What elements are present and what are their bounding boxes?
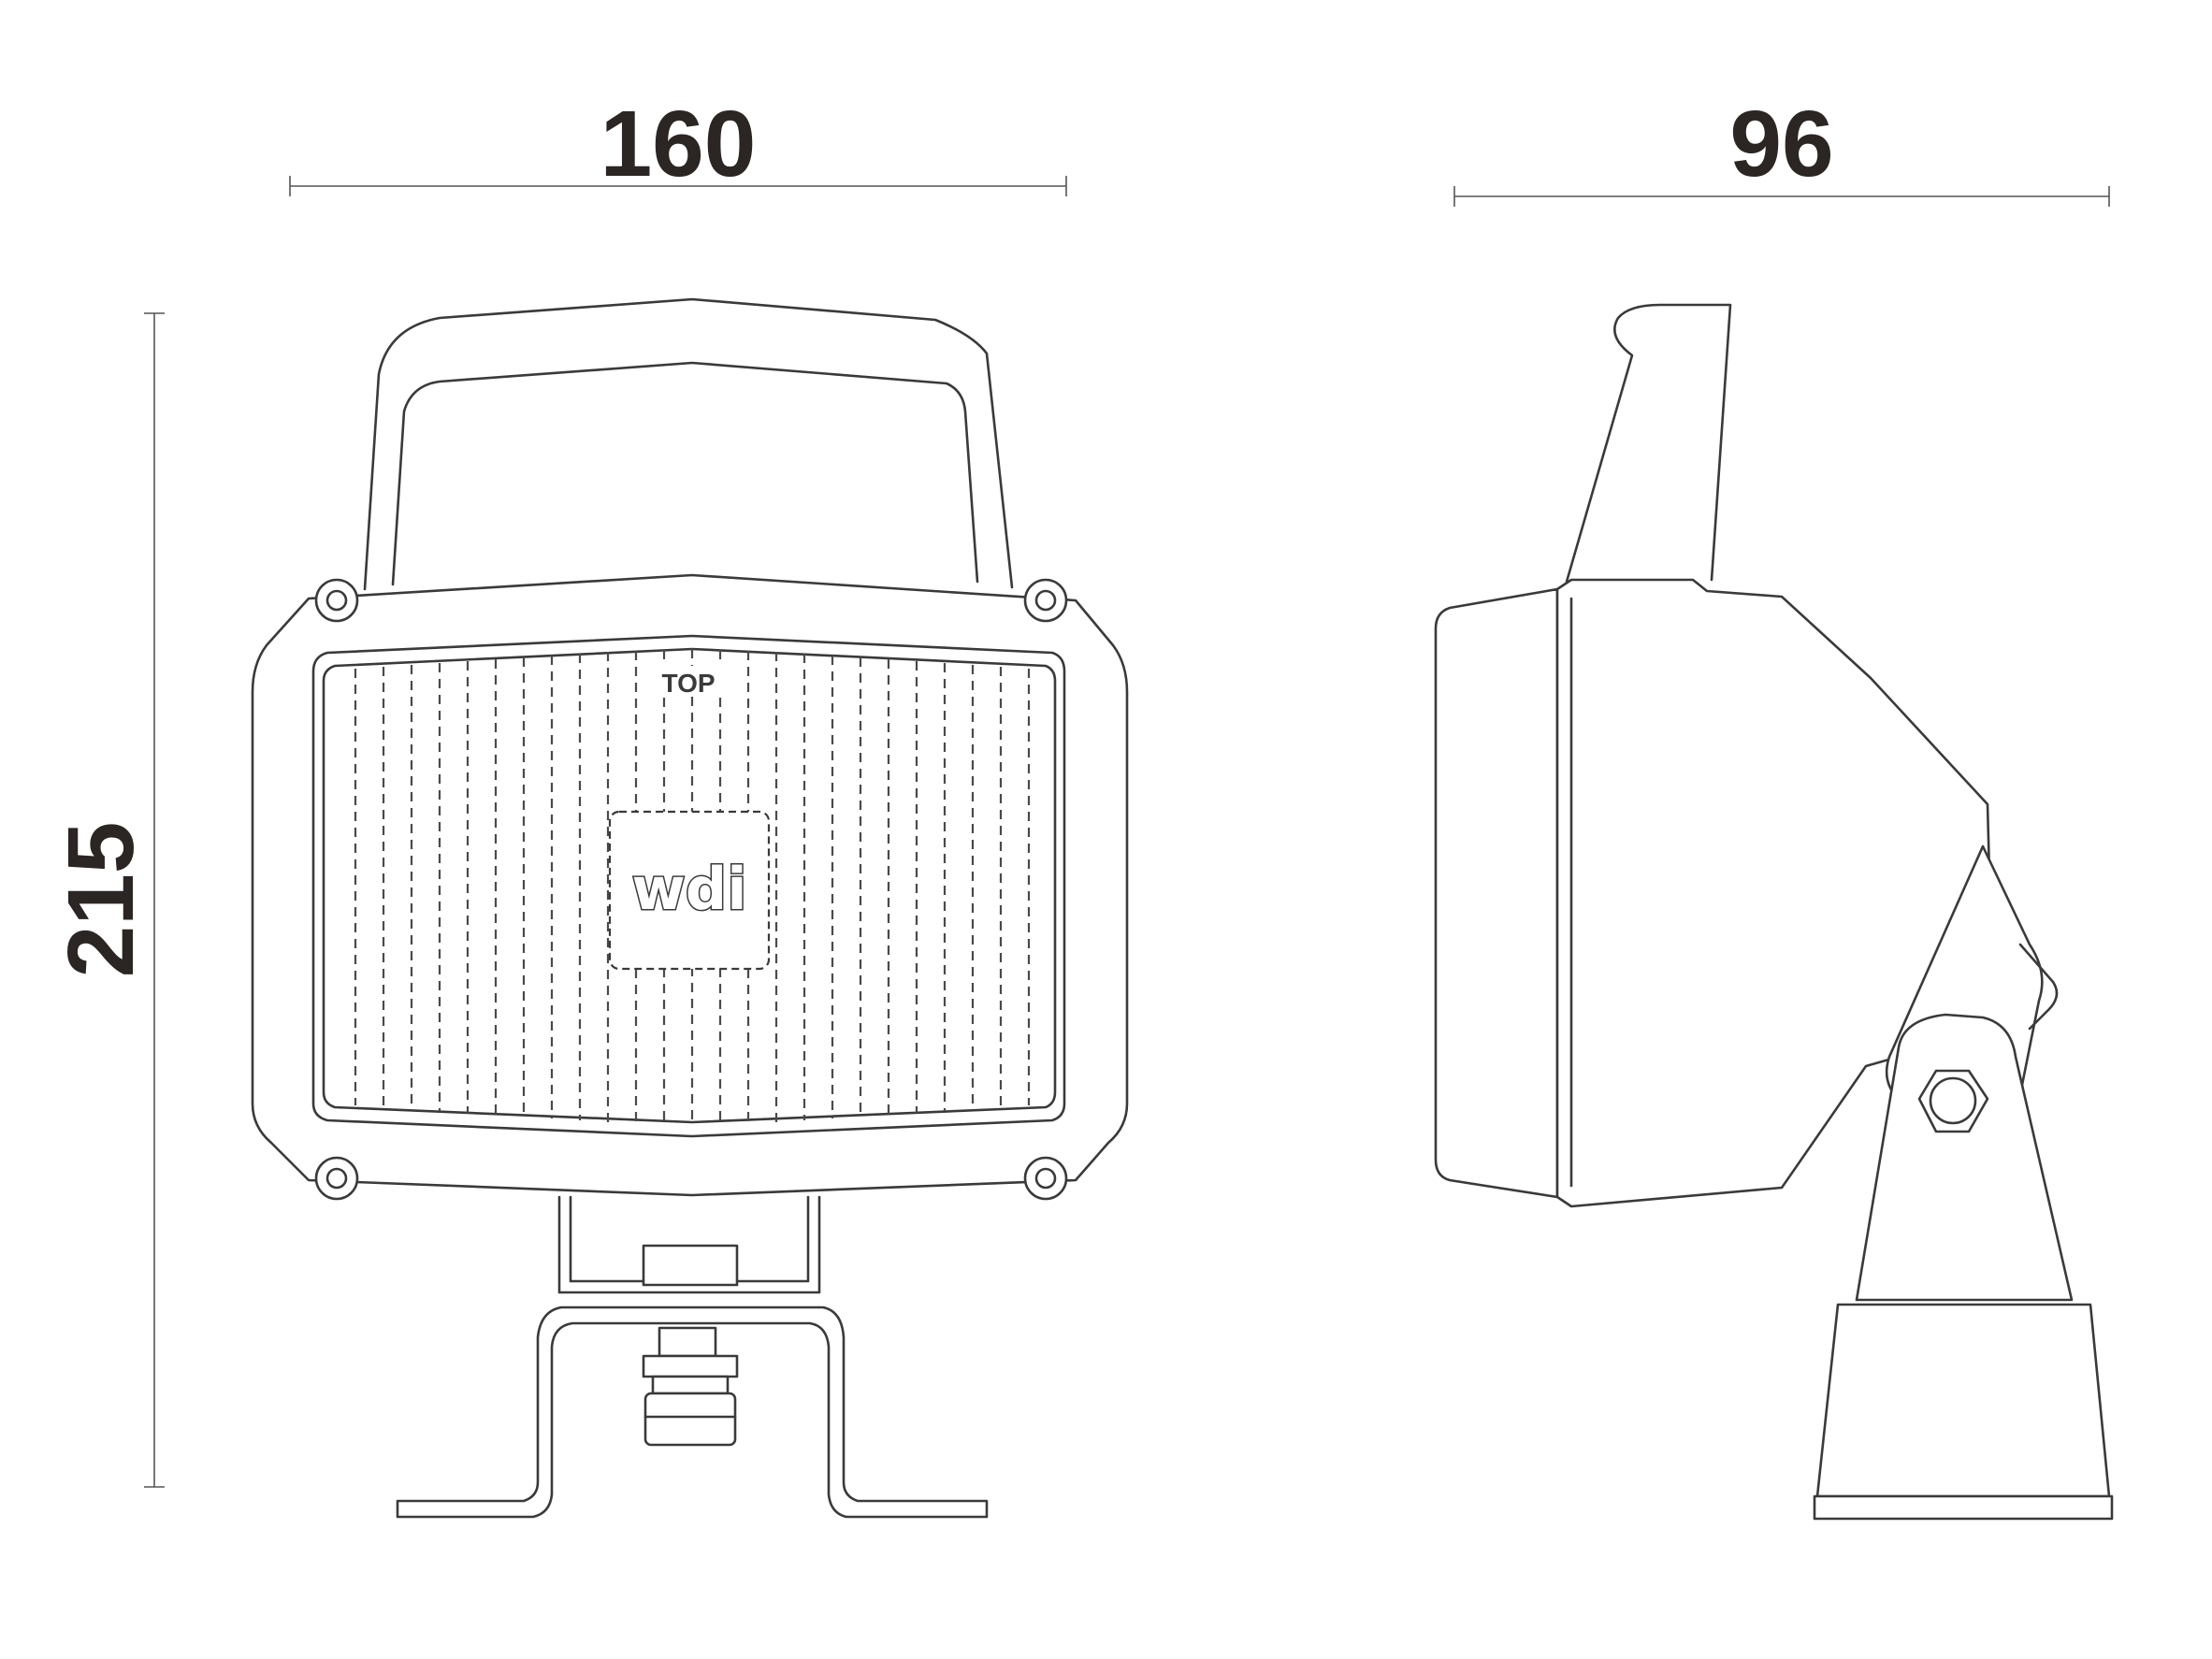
- side-pivot-arm: [1855, 1013, 2074, 1302]
- screw-bottom-left-icon: [314, 1156, 359, 1201]
- height-label: 215: [49, 822, 153, 978]
- front-view: TOP wdi: [251, 297, 1129, 1519]
- lens-frame: [311, 634, 1066, 1138]
- depth-label: 96: [1729, 92, 1833, 196]
- screw-top-left-icon: [314, 578, 359, 623]
- carry-handle: [363, 297, 1014, 591]
- width-dimension: 160: [289, 92, 1067, 196]
- front-mount-bracket: [396, 1195, 989, 1519]
- side-bezel: [1434, 587, 1559, 1199]
- depth-dimension: 96: [1453, 92, 2110, 207]
- logo-badge: [608, 810, 771, 971]
- brand-logo: wdi: [632, 855, 747, 923]
- lens-flutes: [354, 649, 1031, 1124]
- side-base: [1815, 1303, 2111, 1498]
- screw-bottom-right-icon: [1023, 1156, 1068, 1201]
- side-handle: [1565, 303, 1732, 584]
- height-dimension: 215: [49, 312, 165, 1488]
- screw-top-right-icon: [1023, 578, 1068, 623]
- lens: [322, 647, 1057, 1124]
- side-view: [1434, 303, 2114, 1521]
- width-label: 160: [600, 92, 757, 196]
- top-mark: TOP: [661, 669, 715, 698]
